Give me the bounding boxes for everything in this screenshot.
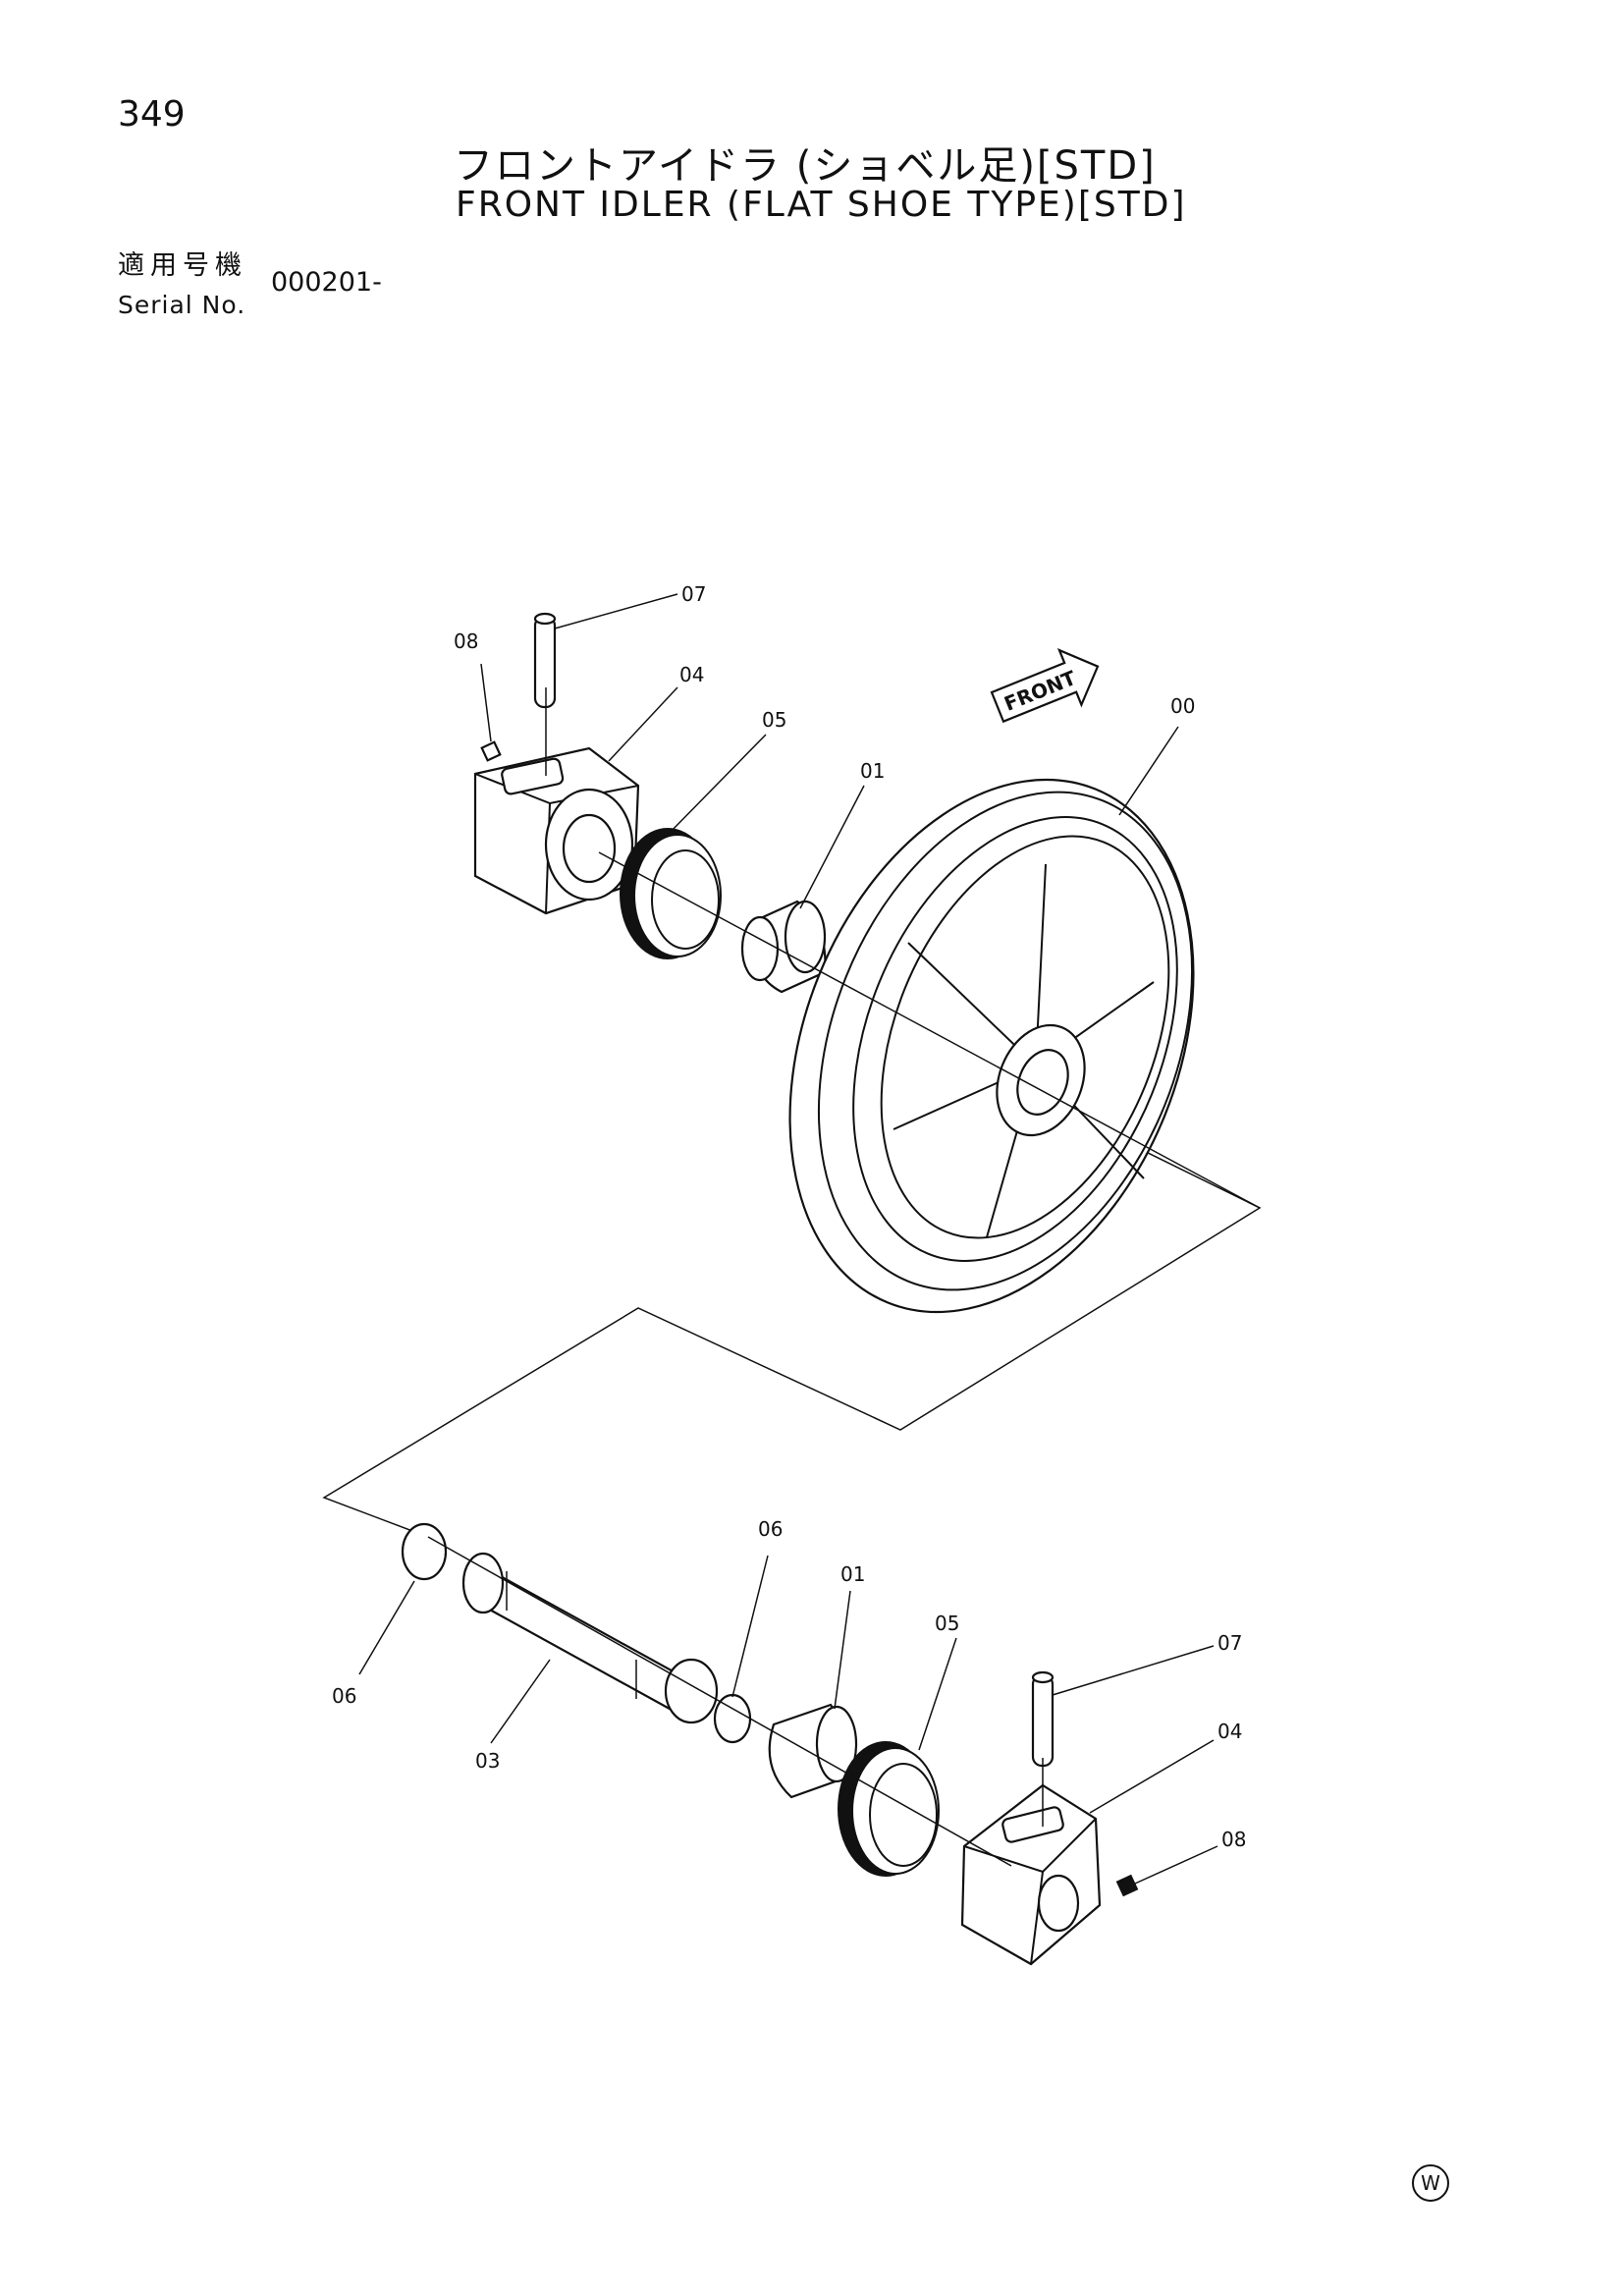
callout-03: 03 <box>475 1749 500 1773</box>
part-03-shaft <box>461 1552 719 1724</box>
part-00-idler-wheel <box>788 778 1195 1314</box>
front-direction-arrow: FRONT <box>990 648 1100 724</box>
part-05-seal-lower <box>838 1741 940 1877</box>
upper-axis-lines <box>545 687 1261 1209</box>
callout-05-lower: 05 <box>935 1612 959 1635</box>
page-title-japanese: フロントアイドラ (ショベル足)[STD] <box>454 143 1157 189</box>
part-04-bracket-upper <box>473 746 640 915</box>
part-01-bushing-lower <box>768 1703 858 1799</box>
callout-07-lower: 07 <box>1217 1631 1242 1655</box>
part-05-seal-upper <box>620 828 722 959</box>
part-06-ring-left <box>401 1522 448 1581</box>
serial-label-english: Serial No. <box>118 291 246 319</box>
callout-05-upper: 05 <box>762 708 786 732</box>
part-08-bolt-lower <box>1115 1874 1139 1897</box>
part-07-pin-upper <box>533 612 557 709</box>
callout-01-upper: 01 <box>860 759 885 783</box>
circled-w-mark: W <box>1412 2164 1449 2202</box>
part-07-pin-lower <box>1031 1670 1055 1768</box>
part-01-bushing-upper <box>740 900 827 994</box>
assembly-guide-lines <box>322 1119 1262 1538</box>
callout-08-upper: 08 <box>454 629 478 653</box>
callout-04-upper: 04 <box>679 663 704 686</box>
callout-01-lower: 01 <box>840 1562 865 1586</box>
leader-lines <box>358 593 1218 1885</box>
callout-06-left: 06 <box>332 1684 356 1708</box>
callout-06-right: 06 <box>758 1517 783 1541</box>
callout-04-lower: 04 <box>1217 1720 1242 1743</box>
serial-number-value: 000201- <box>271 267 382 298</box>
page-number: 349 <box>118 94 186 135</box>
serial-label-japanese: 適用号機 <box>118 250 247 281</box>
callout-00: 00 <box>1170 694 1195 718</box>
lower-axis-lines <box>427 1536 1044 1867</box>
callout-07-upper: 07 <box>681 582 706 606</box>
part-04-bracket-lower <box>960 1783 1102 1966</box>
page-title-english: FRONT IDLER (FLAT SHOE TYPE)[STD] <box>456 185 1187 225</box>
part-08-bolt-upper <box>480 740 502 762</box>
callout-08-lower: 08 <box>1221 1828 1246 1851</box>
